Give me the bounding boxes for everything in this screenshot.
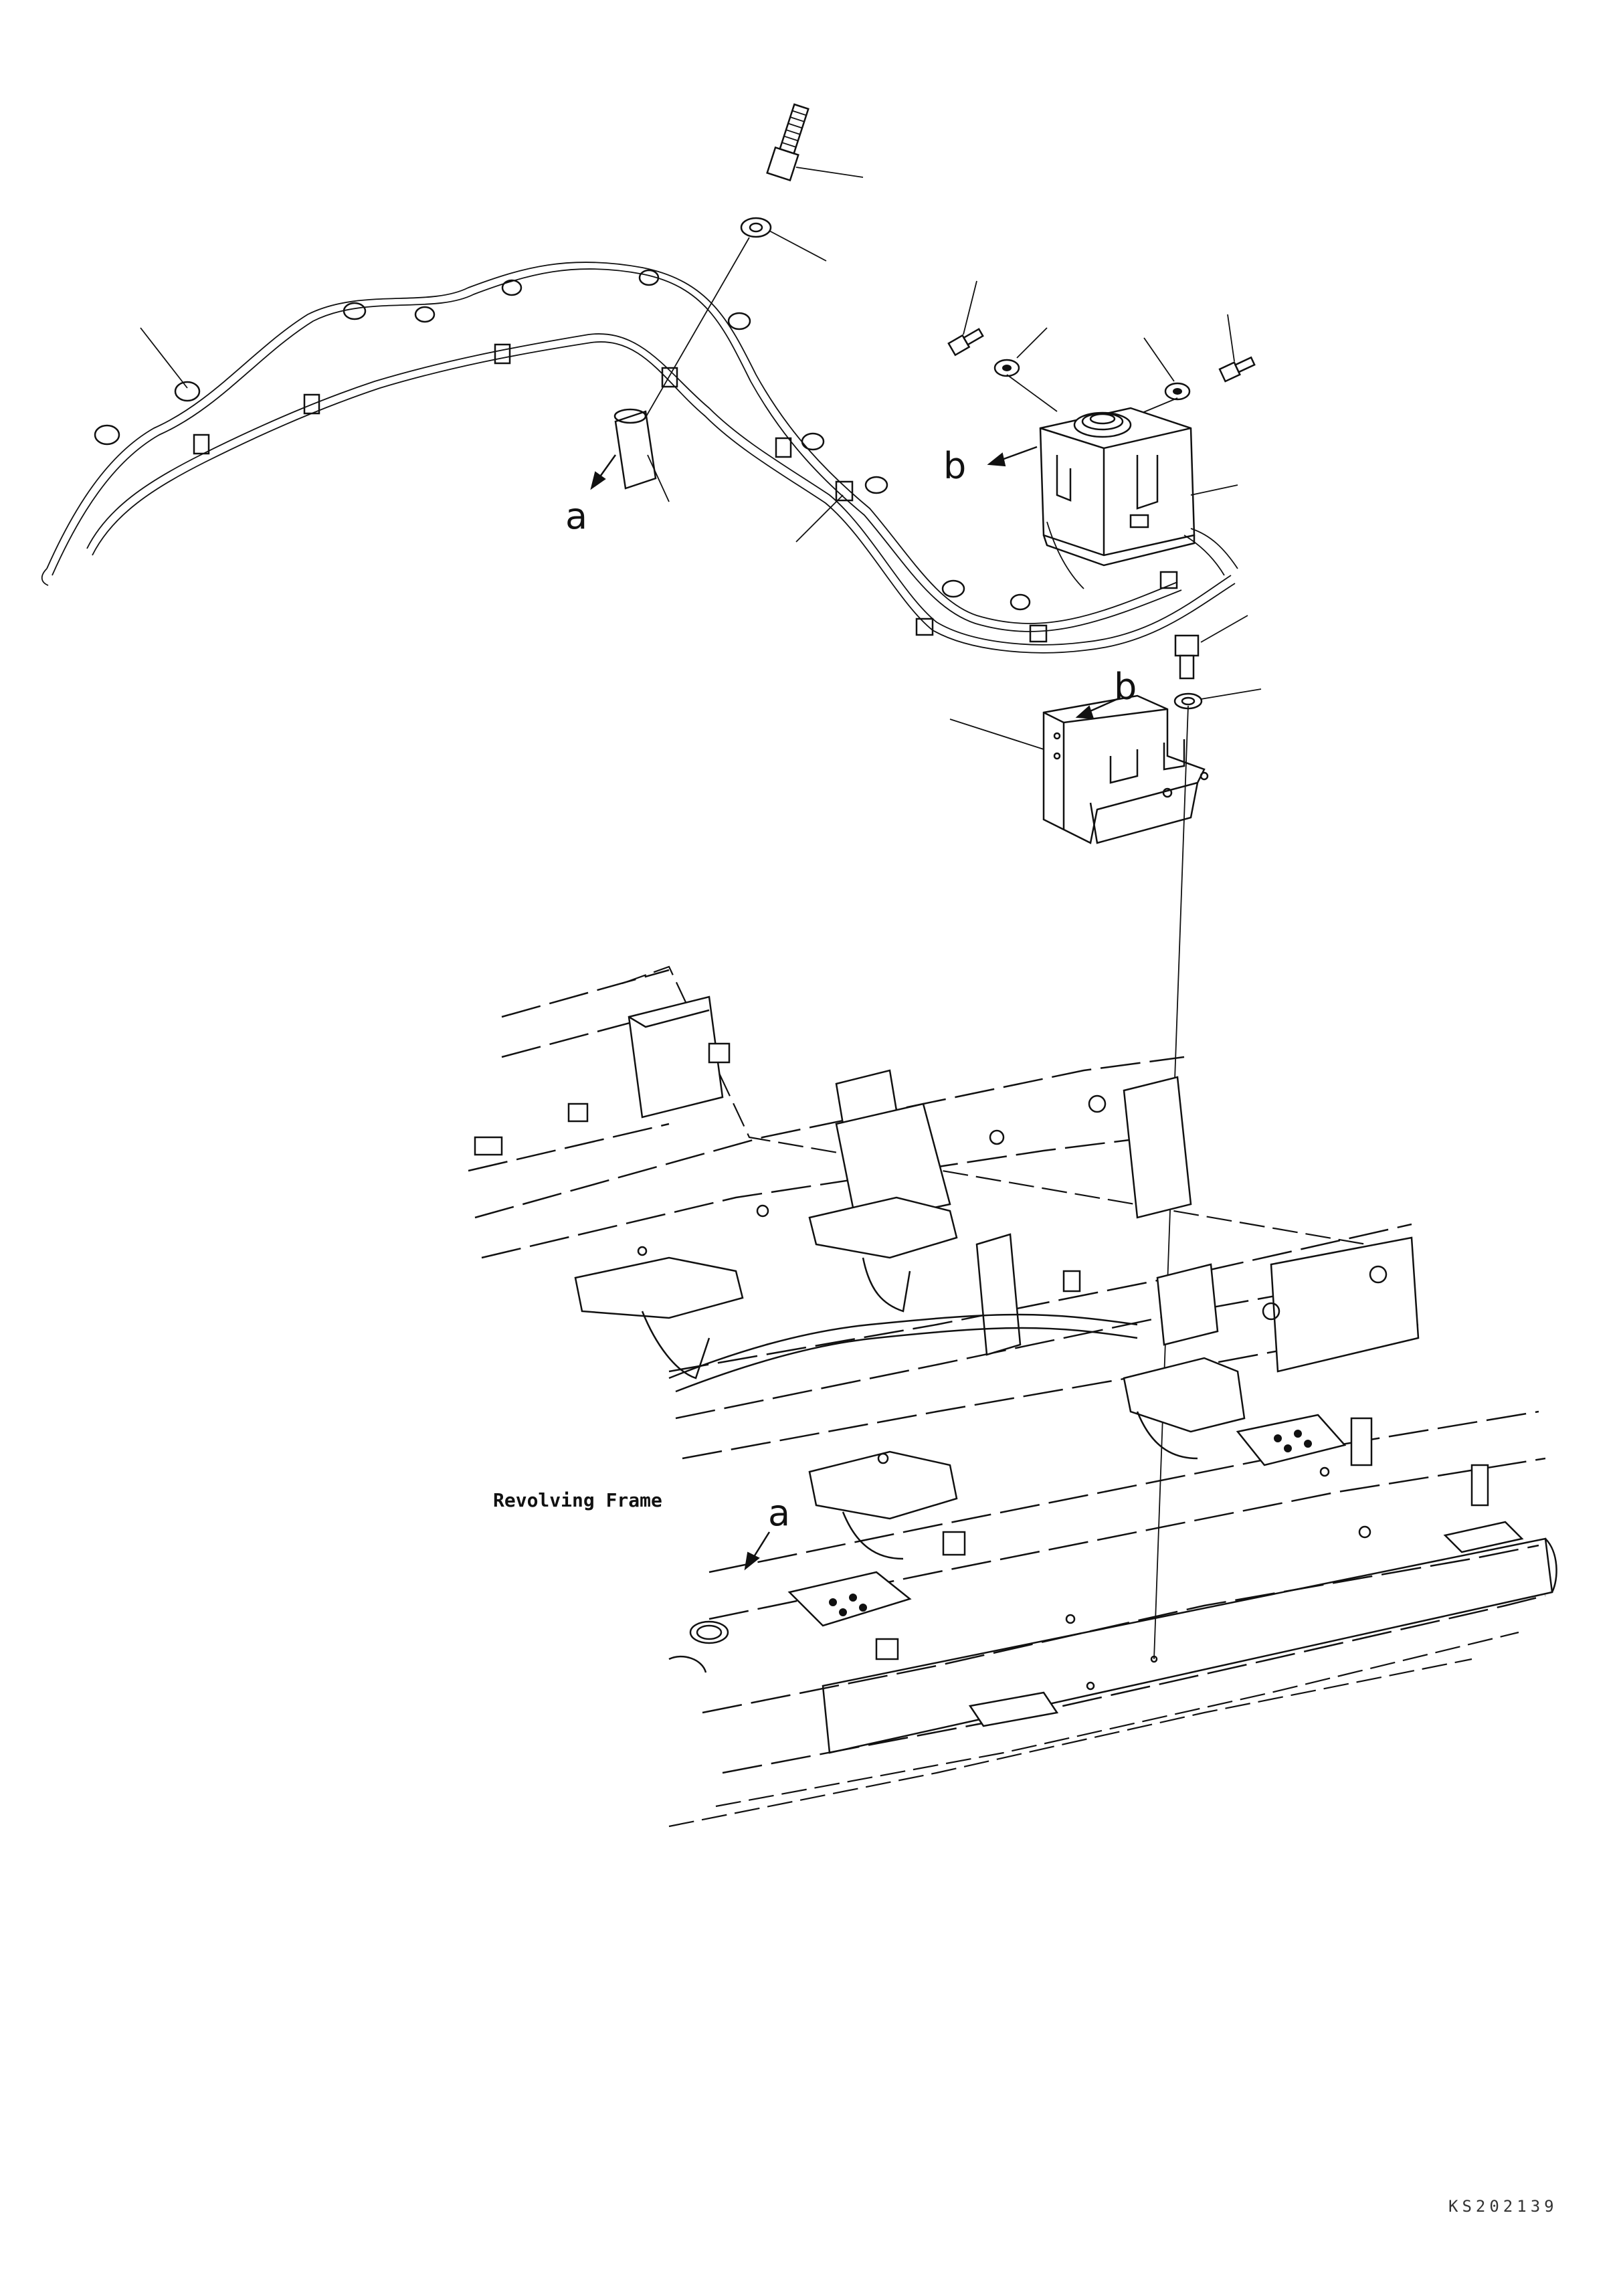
spacer-bolt-assembly — [590, 103, 864, 502]
reservoir-tank — [947, 280, 1256, 589]
drawing-code: KS202139 — [1448, 2197, 1558, 2216]
callout-a-upper: a — [565, 495, 587, 537]
callout-b-tank: b — [943, 445, 966, 487]
callout-labels: a b b a Revolving Frame KS202139 — [493, 445, 1558, 2216]
callout-a-lower: a — [768, 1492, 790, 1534]
revolving-frame — [468, 965, 1557, 1828]
callout-b-bracket: b — [1114, 666, 1137, 708]
wire-harness — [41, 262, 1236, 654]
mounting-bracket — [949, 615, 1262, 1660]
revolving-frame-label: Revolving Frame — [493, 1489, 662, 1511]
